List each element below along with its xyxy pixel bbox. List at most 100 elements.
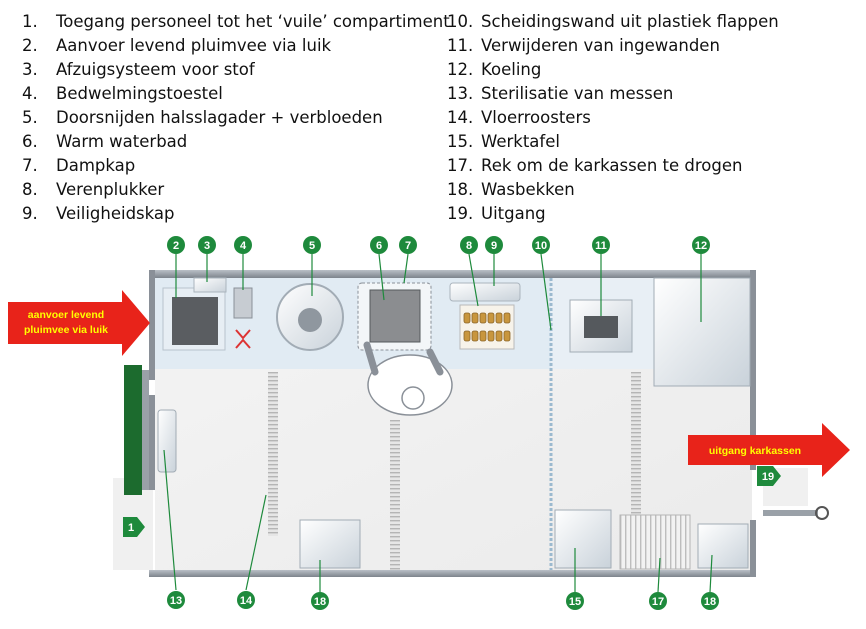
legend-number: 6.: [22, 132, 38, 151]
legend-label: Vloerroosters: [481, 108, 591, 127]
legend-label: Koeling: [481, 60, 542, 79]
wall-right-bottom: [750, 520, 756, 577]
legend-label: Toegang personeel tot het ‘vuile’ compar…: [56, 12, 450, 31]
badge-1: 1: [123, 517, 145, 537]
legend-number: 10.: [447, 12, 474, 31]
legend-label: Scheidingswand uit plastiek flappen: [481, 12, 779, 31]
legend-label: Sterilisatie van messen: [481, 84, 674, 103]
legend-item: 5.Doorsnijden halsslagader + verbloeden: [22, 106, 452, 130]
wall-left-top: [149, 270, 155, 380]
knife-sterilizer: [157, 409, 177, 473]
floor-grate: [268, 372, 278, 536]
legend-number: 17.: [447, 156, 474, 175]
badge-9-label: 9: [491, 240, 497, 252]
legend-item: 3.Afzuigsysteem voor stof: [22, 58, 452, 82]
legend-label: Veiligheidskap: [56, 204, 175, 223]
badge-6-label: 6: [376, 240, 382, 252]
worker: [367, 354, 453, 416]
badge-17: 17: [649, 592, 667, 610]
exit-hook: [815, 506, 829, 520]
legend-item: 15.Werktafel: [447, 130, 862, 154]
plucker-fingers: [463, 312, 511, 342]
stunning-electrodes: [235, 329, 251, 349]
badge-11-label: 11: [595, 240, 607, 252]
badge-11: 11: [592, 236, 610, 254]
badge-18a: 18: [311, 592, 329, 610]
legend-number: 8.: [22, 180, 38, 199]
legend-label: Dampkap: [56, 156, 136, 175]
legend-item: 11. Verwijderen van ingewanden: [447, 34, 862, 58]
legend-item: 10. Scheidingswand uit plastiek flappen: [447, 10, 862, 34]
legend-label: Wasbekken: [481, 180, 575, 199]
green-door: [124, 365, 142, 495]
badge-2-label: 2: [173, 240, 179, 252]
legend-left: 1. Toegang personeel tot het ‘vuile’ comp…: [22, 10, 452, 226]
legend-number: 2.: [22, 36, 38, 55]
legend-item: 12. Koeling: [447, 58, 862, 82]
legend-number: 18.: [447, 180, 474, 199]
wall-left-mid: [149, 395, 155, 490]
legend-number: 7.: [22, 156, 38, 175]
legend-number: 9.: [22, 204, 38, 223]
badge-19-label: 19: [762, 471, 774, 483]
legend-item: 19. Uitgang: [447, 202, 862, 226]
legend-number: 5.: [22, 108, 38, 127]
incoming-arrow-line1: aanvoer levend: [28, 309, 104, 321]
feather-plucker: [459, 304, 515, 350]
badge-1-label: 1: [128, 522, 134, 534]
badge-5: 5: [303, 236, 321, 254]
badge-9: 9: [485, 236, 503, 254]
badge-18a-label: 18: [314, 596, 326, 608]
warm-water-bath: [369, 289, 421, 343]
badge-12-label: 12: [695, 240, 707, 252]
legend-label: Bedwelmingstoestel: [56, 84, 223, 103]
badge-6: 6: [370, 236, 388, 254]
legend-label: Verwijderen van ingewanden: [481, 36, 720, 55]
exit-rail: [763, 510, 818, 516]
funnel-drain: [298, 308, 322, 332]
worker-head: [401, 386, 425, 410]
legend-item: 1. Toegang personeel tot het ‘vuile’ comp…: [22, 10, 452, 34]
leader-lines: [163, 253, 713, 593]
outgoing-arrow-label: uitgang karkassen: [709, 445, 801, 457]
legend-number: 13.: [447, 84, 474, 103]
legend-item: 14. Vloerroosters: [447, 106, 862, 130]
legend-number: 4.: [22, 84, 38, 103]
stunning-device: [233, 287, 253, 319]
badge-14: 14: [237, 591, 255, 609]
legend-number: 11.: [447, 36, 474, 55]
legend-label: Werktafel: [481, 132, 560, 151]
evisceration-basin: [584, 316, 618, 338]
badge-3-label: 3: [204, 240, 210, 252]
worktable: [554, 509, 612, 569]
legend-label: Uitgang: [481, 204, 546, 223]
door-frame: [142, 370, 149, 490]
legend-label: Afzuigsysteem voor stof: [56, 60, 255, 79]
washbasin: [697, 523, 749, 569]
floor-grate: [390, 420, 400, 570]
badge-10: 10: [532, 236, 550, 254]
legend-item: 2.Aanvoer levend pluimvee via luik: [22, 34, 452, 58]
outgoing-arrow: uitgang karkassen: [688, 423, 850, 477]
badge-4: 4: [234, 236, 252, 254]
badge-2: 2: [167, 236, 185, 254]
legend-number: 12.: [447, 60, 474, 79]
badge-7-label: 7: [405, 240, 411, 252]
legend-number: 14.: [447, 108, 474, 127]
legend-number: 19.: [447, 204, 474, 223]
incoming-arrow-line2: pluimvee via luik: [24, 324, 108, 336]
drying-rack: [619, 514, 691, 570]
floor-grate: [631, 372, 641, 536]
dust-extraction: [193, 277, 227, 293]
legend-item: 8.Verenplukker: [22, 178, 452, 202]
badge-8: 8: [460, 236, 478, 254]
legend-item: 17.Rek om de karkassen te drogen: [447, 154, 862, 178]
wall-bottom: [149, 570, 756, 577]
safety-hood: [449, 282, 521, 302]
wall-right-top: [750, 270, 756, 470]
legend-item: 6.Warm waterbad: [22, 130, 452, 154]
badge-4-label: 4: [240, 240, 247, 252]
legend-number: 1.: [22, 12, 38, 31]
badge-17-label: 17: [652, 596, 664, 608]
